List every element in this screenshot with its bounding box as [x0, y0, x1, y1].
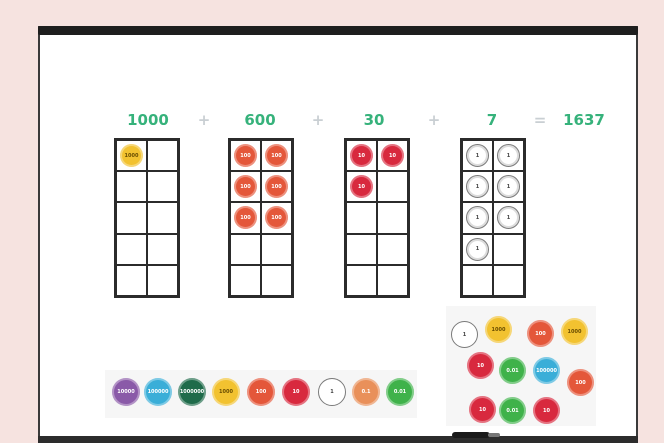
ten-frame-cell[interactable]: 10: [378, 141, 407, 170]
ten-frame-cell[interactable]: 1000: [117, 141, 146, 170]
place-value-equation: 1000 + 600 + 30 + 7 = 1637: [108, 107, 618, 133]
ten-frame-cell[interactable]: [148, 235, 177, 264]
hundred-counter[interactable]: 100: [234, 175, 257, 198]
hundred-counter[interactable]: 100: [265, 175, 288, 198]
equation-tens-value: 30: [364, 107, 385, 133]
tray-counter[interactable]: 1000000: [178, 378, 206, 406]
hundred-counter[interactable]: 100: [234, 144, 257, 167]
ten-frame-cell[interactable]: [231, 235, 260, 264]
tray-counter[interactable]: 10000: [112, 378, 140, 406]
loose-counter[interactable]: 10: [469, 396, 496, 423]
one-counter[interactable]: 1: [497, 206, 520, 229]
ten-frame-cell[interactable]: [262, 235, 291, 264]
ten-frame-cell[interactable]: [378, 203, 407, 232]
hundred-counter[interactable]: 100: [234, 206, 257, 229]
tray-counter[interactable]: 0.01: [386, 378, 414, 406]
tray-counter[interactable]: 1000: [212, 378, 240, 406]
tray-counter[interactable]: 1: [318, 378, 346, 406]
ten-frame-cell[interactable]: [378, 266, 407, 295]
marker-pen[interactable]: [452, 432, 490, 438]
ten-frame-cell[interactable]: [463, 266, 492, 295]
equation-ones-value: 7: [487, 107, 497, 133]
loose-counter[interactable]: 1: [451, 321, 478, 348]
ten-frame-cell[interactable]: 100: [231, 203, 260, 232]
hundred-counter[interactable]: 100: [265, 206, 288, 229]
thousand-counter[interactable]: 1000: [120, 144, 143, 167]
equation-plus-sign: +: [428, 107, 441, 133]
tray-counter[interactable]: 0.1: [352, 378, 380, 406]
equation-total-value: 1637: [563, 107, 605, 133]
equation-thousands-value: 1000: [127, 107, 169, 133]
ten-frame-cell[interactable]: [117, 172, 146, 201]
loose-counter[interactable]: 0.01: [499, 357, 526, 384]
ten-frame-tens[interactable]: 10 10 10: [344, 138, 410, 298]
one-counter[interactable]: 1: [497, 144, 520, 167]
ten-frame-cell[interactable]: 1: [463, 141, 492, 170]
loose-counter[interactable]: 1000: [561, 318, 588, 345]
ten-frame-cell[interactable]: [148, 266, 177, 295]
whiteboard-top-rail: [38, 26, 638, 35]
ten-frame-cell[interactable]: 1: [463, 203, 492, 232]
ten-frame-cell[interactable]: 1: [463, 172, 492, 201]
loose-counter[interactable]: 100: [527, 320, 554, 347]
ten-frame-cell[interactable]: 100: [262, 203, 291, 232]
ten-frame-cell[interactable]: [347, 235, 376, 264]
ten-frame-thousands[interactable]: 1000: [114, 138, 180, 298]
ten-frame-cell[interactable]: 1: [494, 141, 523, 170]
equation-hundreds-value: 600: [244, 107, 275, 133]
ten-frame-cell[interactable]: [117, 235, 146, 264]
ten-frame-cell[interactable]: 100: [231, 141, 260, 170]
ten-frame-cell[interactable]: [117, 266, 146, 295]
loose-counter[interactable]: 10: [533, 397, 560, 424]
whiteboard-marker-tray: [38, 436, 638, 443]
ten-frame-cell[interactable]: [347, 203, 376, 232]
ten-counter[interactable]: 10: [350, 175, 373, 198]
ten-frame-cell[interactable]: [494, 235, 523, 264]
loose-counter[interactable]: 100000: [533, 357, 560, 384]
ten-frame-cell[interactable]: 1: [463, 235, 492, 264]
tray-counter[interactable]: 100000: [144, 378, 172, 406]
ten-counter[interactable]: 10: [381, 144, 404, 167]
loose-counter[interactable]: 100: [567, 369, 594, 396]
loose-counter[interactable]: 1000: [485, 316, 512, 343]
ten-frame-cell[interactable]: 100: [231, 172, 260, 201]
tray-counter[interactable]: 100: [247, 378, 275, 406]
one-counter[interactable]: 1: [466, 206, 489, 229]
ten-frame-cell[interactable]: 10: [347, 172, 376, 201]
ten-frame-cell[interactable]: [148, 203, 177, 232]
ten-frame-cell[interactable]: [262, 266, 291, 295]
loose-counter[interactable]: 10: [467, 352, 494, 379]
one-counter[interactable]: 1: [466, 175, 489, 198]
marker-pen-cap: [488, 433, 500, 437]
ten-frame-hundreds[interactable]: 100 100 100 100 100 100: [228, 138, 294, 298]
loose-counter[interactable]: 0.01: [499, 397, 526, 424]
ten-frame-cell[interactable]: 10: [347, 141, 376, 170]
ten-frame-cell[interactable]: [494, 266, 523, 295]
tray-counter[interactable]: 10: [282, 378, 310, 406]
ten-frame-cell[interactable]: [378, 235, 407, 264]
ten-frame-cell[interactable]: [148, 172, 177, 201]
ten-frame-cell[interactable]: [378, 172, 407, 201]
one-counter[interactable]: 1: [497, 175, 520, 198]
ten-frame-cell[interactable]: 1: [494, 203, 523, 232]
hundred-counter[interactable]: 100: [265, 144, 288, 167]
ten-frame-cell[interactable]: 100: [262, 141, 291, 170]
equation-plus-sign: +: [198, 107, 211, 133]
ten-frame-cell[interactable]: 1: [494, 172, 523, 201]
ten-counter[interactable]: 10: [350, 144, 373, 167]
one-counter[interactable]: 1: [466, 238, 489, 261]
equation-plus-sign: +: [312, 107, 325, 133]
ten-frame-cell[interactable]: [347, 266, 376, 295]
equation-equals-sign: =: [534, 107, 547, 133]
ten-frame-cell[interactable]: [231, 266, 260, 295]
ten-frame-cell[interactable]: [117, 203, 146, 232]
one-counter[interactable]: 1: [466, 144, 489, 167]
ten-frame-cell[interactable]: [148, 141, 177, 170]
ten-frame-cell[interactable]: 100: [262, 172, 291, 201]
